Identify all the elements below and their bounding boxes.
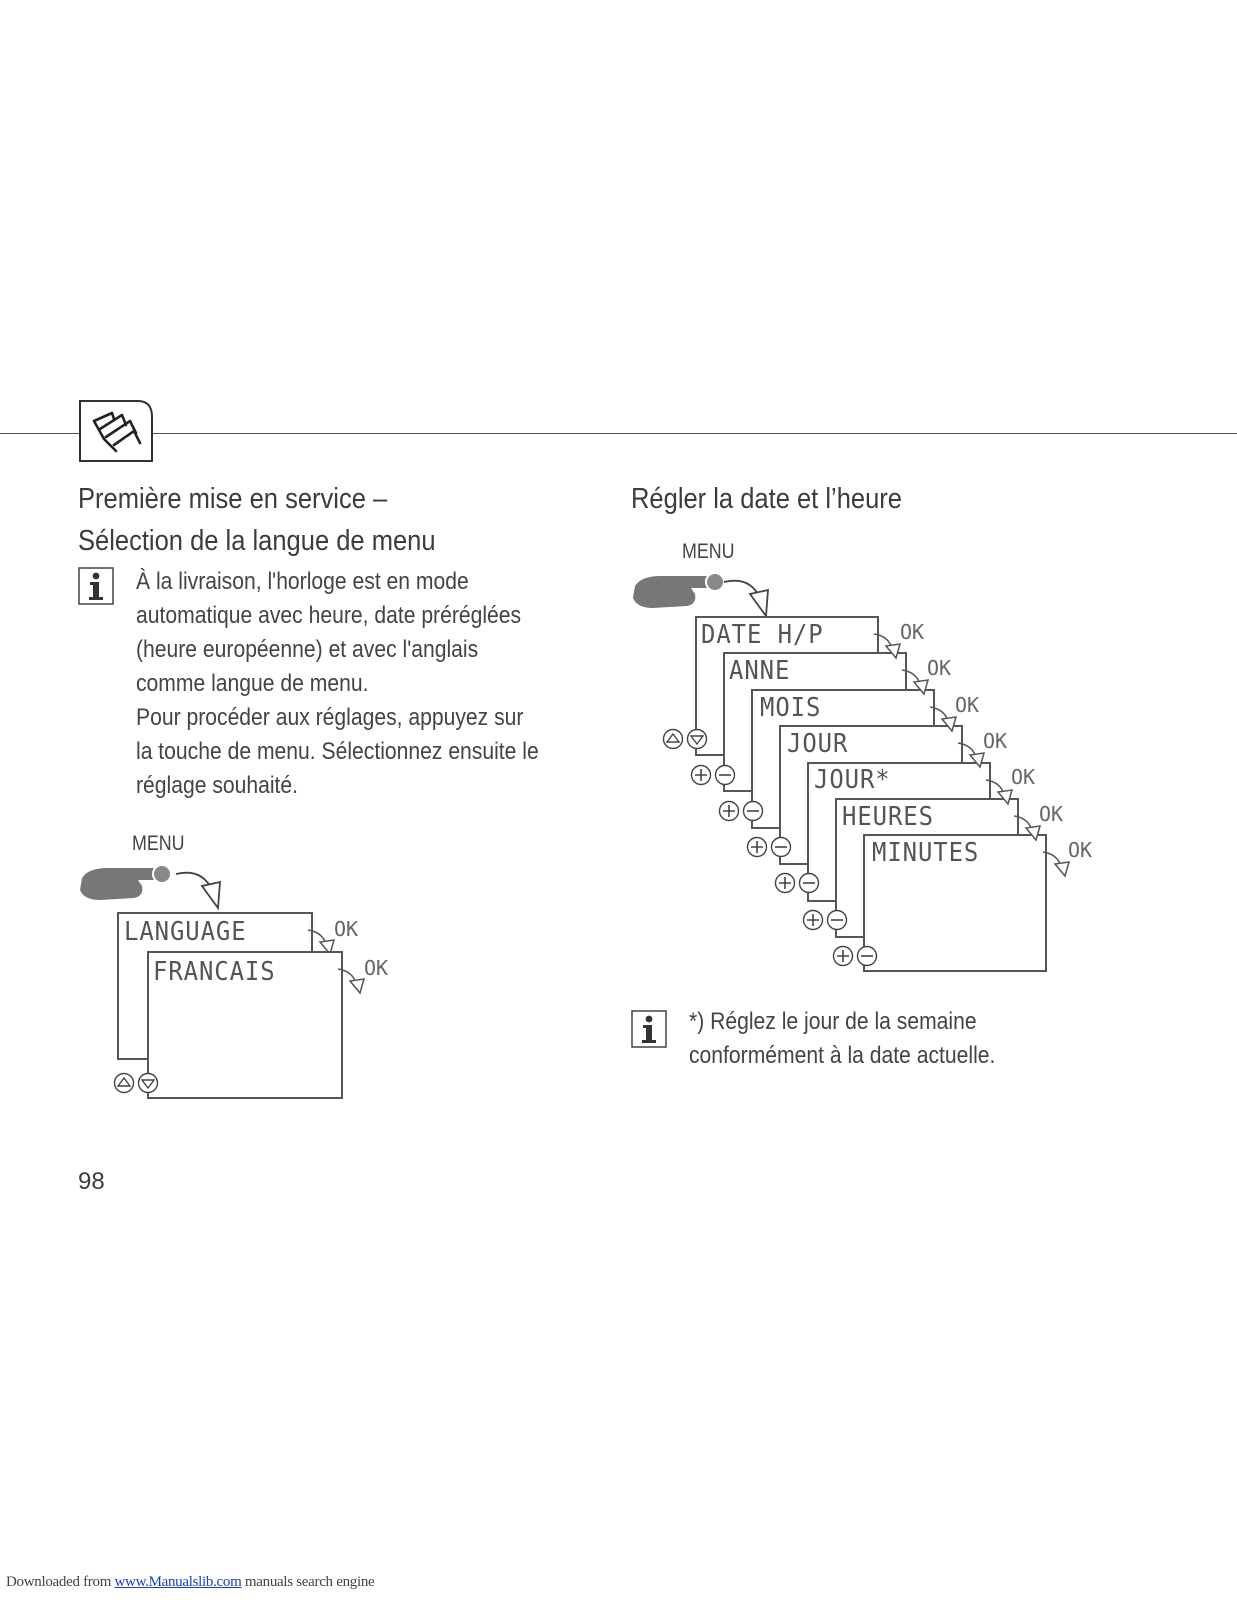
download-footer: Downloaded from www.Manualslib.com manua… xyxy=(6,1574,375,1591)
lcd-text: MINUTES xyxy=(872,838,980,868)
section-title-line1: Première mise en service – xyxy=(78,483,388,515)
section-divider xyxy=(0,433,1237,434)
curved-arrow-icon xyxy=(307,929,336,956)
curved-arrow-icon xyxy=(1013,815,1042,842)
ok-label: OK xyxy=(927,656,952,680)
footer-prefix: Downloaded from xyxy=(6,1574,115,1590)
info-line: automatique avec heure, date préréglées xyxy=(136,602,522,629)
ok-label: OK xyxy=(364,956,389,980)
ok-label: OK xyxy=(334,917,359,941)
plus-minus-buttons-icon xyxy=(832,945,878,967)
info-line: À la livraison, l'horloge est en mode xyxy=(136,568,469,595)
curved-arrow-icon xyxy=(175,871,221,911)
menu-label: MENU xyxy=(132,832,185,855)
note-line: conformément à la date actuelle. xyxy=(689,1042,996,1069)
curved-arrow-icon xyxy=(901,669,930,696)
ok-label: OK xyxy=(1039,802,1064,826)
footer-suffix: manuals search engine xyxy=(241,1574,375,1590)
menu-label: MENU xyxy=(682,540,735,563)
lcd-text: MOIS xyxy=(760,693,822,723)
lcd-screen-francais xyxy=(147,951,343,1099)
manualslib-link[interactable]: www.Manualslib.com xyxy=(114,1574,242,1590)
up-down-buttons-icon xyxy=(662,728,708,750)
info-line: comme langue de menu. xyxy=(136,670,369,697)
curved-arrow-icon xyxy=(957,742,986,769)
info-icon xyxy=(631,1010,667,1048)
note-paragraph: *) Réglez le jour de la semaine conformé… xyxy=(689,1005,995,1073)
ok-label: OK xyxy=(983,729,1008,753)
info-line: (heure européenne) et avec l'anglais xyxy=(136,636,479,663)
ok-label: OK xyxy=(900,620,925,644)
lcd-screen-minutes xyxy=(863,834,1047,972)
up-down-buttons-icon xyxy=(113,1072,159,1094)
info-line: la touche de menu. Sélectionnez ensuite … xyxy=(136,738,539,765)
section-title-line2: Sélection de la langue de menu xyxy=(78,525,436,557)
info-line: réglage souhaité. xyxy=(136,772,299,799)
lcd-text: ANNE xyxy=(729,656,791,686)
info-paragraph: À la livraison, l'horloge est en mode au… xyxy=(136,565,539,803)
lcd-text: FRANCAIS xyxy=(153,957,276,987)
ok-label: OK xyxy=(1011,765,1036,789)
plus-minus-buttons-icon xyxy=(690,764,736,786)
ok-label: OK xyxy=(1068,838,1093,862)
plus-minus-buttons-icon xyxy=(746,836,792,858)
page-number: 98 xyxy=(78,1168,105,1195)
finger-press-icon xyxy=(633,572,725,608)
lcd-text: DATE H/P xyxy=(701,620,824,650)
curved-arrow-icon xyxy=(1042,851,1071,878)
plus-minus-buttons-icon xyxy=(802,909,848,931)
curved-arrow-icon xyxy=(985,779,1014,806)
lcd-text: HEURES xyxy=(842,802,934,832)
section-title: Régler la date et l’heure xyxy=(631,483,902,515)
lcd-text: LANGUAGE xyxy=(124,917,247,947)
lcd-text: JOUR* xyxy=(814,765,891,795)
info-line: Pour procéder aux réglages, appuyez sur xyxy=(136,704,524,731)
curved-arrow-icon xyxy=(929,706,958,733)
ok-label: OK xyxy=(955,693,980,717)
note-line: *) Réglez le jour de la semaine xyxy=(689,1008,977,1035)
hand-settings-icon xyxy=(79,400,153,462)
plus-minus-buttons-icon xyxy=(718,800,764,822)
curved-arrow-icon xyxy=(873,633,902,660)
lcd-text: JOUR xyxy=(787,729,849,759)
finger-press-icon xyxy=(80,864,172,900)
info-icon xyxy=(78,567,114,605)
plus-minus-buttons-icon xyxy=(774,872,820,894)
curved-arrow-icon xyxy=(723,579,769,619)
curved-arrow-icon xyxy=(337,968,366,995)
